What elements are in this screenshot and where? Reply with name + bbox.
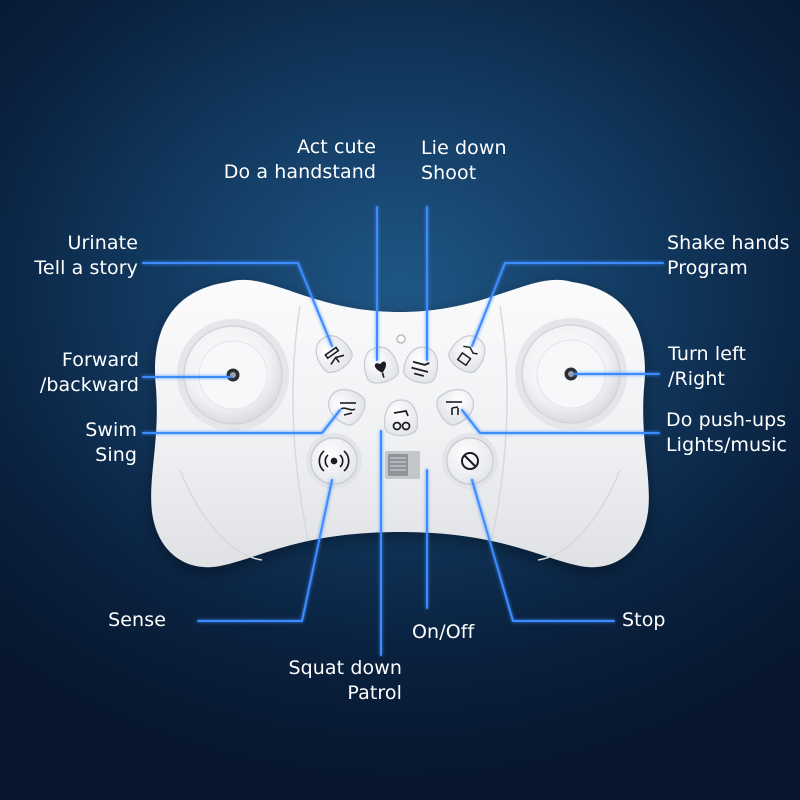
line-shake-hands (471, 262, 664, 347)
indicator-light (396, 334, 406, 344)
power-switch[interactable] (385, 451, 420, 479)
label-squat-line2: Patrol (347, 682, 402, 704)
button-swim[interactable] (322, 383, 369, 429)
button-shake-hands[interactable] (445, 329, 492, 377)
label-squat: Squat down Patrol (288, 656, 402, 706)
label-push-ups-line2: Lights/music (666, 434, 788, 456)
label-push-ups-line1: Do push-ups (666, 409, 787, 431)
label-swim-line2: Sing (95, 444, 137, 466)
label-shake-hands: Shake hands Program (667, 231, 790, 281)
label-act-cute: Act cute Do a handstand (224, 135, 376, 185)
line-stop (471, 479, 615, 622)
label-lie-down-line2: Shoot (421, 162, 477, 184)
button-act-cute[interactable] (360, 343, 401, 386)
label-sense: Sense (108, 608, 166, 633)
label-swim-line1: Swim (85, 419, 137, 441)
line-push-ups (461, 409, 660, 434)
label-forward-line2: /backward (39, 374, 139, 396)
callout-lines (142, 206, 664, 656)
label-act-cute-line1: Act cute (296, 136, 376, 158)
left-joystick[interactable] (177, 319, 289, 431)
sense-button[interactable] (306, 433, 362, 489)
stop-button[interactable] (442, 433, 498, 489)
heart-dog-icon (374, 361, 387, 378)
label-stop-text: Stop (622, 609, 666, 631)
label-lie-down: Lie down Shoot (421, 136, 507, 186)
label-urinate-line2: Tell a story (34, 257, 138, 279)
label-turn-left: Turn left /Right (668, 342, 746, 392)
button-squat-down[interactable] (383, 399, 419, 437)
body-seams (179, 305, 621, 561)
label-swim: Swim Sing (85, 418, 137, 468)
swim-sing-icon (340, 402, 356, 416)
line-swim (142, 409, 341, 434)
label-squat-line1: Squat down (288, 657, 402, 679)
label-forward-line1: Forward (61, 349, 139, 371)
dog-story-icon (324, 346, 345, 365)
label-on-off-text: On/Off (412, 621, 475, 643)
lying-dog-icon (411, 360, 430, 377)
label-shake-hands-line2: Program (667, 257, 748, 279)
label-urinate: Urinate Tell a story (34, 231, 138, 281)
prohibited-icon (461, 452, 479, 470)
label-sense-text: Sense (108, 609, 166, 631)
handshake-icon (456, 345, 478, 367)
label-lie-down-line1: Lie down (421, 137, 507, 159)
label-shake-hands-line1: Shake hands (667, 232, 790, 254)
label-on-off: On/Off (412, 620, 474, 645)
label-act-cute-line2: Do a handstand (223, 161, 376, 183)
line-urinate (142, 262, 333, 347)
label-stop: Stop (622, 608, 666, 633)
button-lie-down[interactable] (401, 343, 442, 386)
label-turn-left-line1: Turn left (668, 343, 746, 365)
squat-patrol-icon (392, 410, 411, 431)
label-turn-left-line2: /Right (668, 368, 726, 390)
wireless-signal-icon (318, 450, 350, 472)
pushup-music-icon (446, 401, 462, 415)
line-sense (197, 479, 333, 622)
right-joystick[interactable] (515, 318, 627, 430)
button-urinate[interactable] (309, 329, 356, 377)
label-urinate-line1: Urinate (67, 232, 138, 254)
label-forward: Forward /backward (40, 348, 139, 398)
button-push-ups[interactable] (432, 383, 479, 429)
label-push-ups: Do push-ups Lights/music (666, 408, 787, 458)
